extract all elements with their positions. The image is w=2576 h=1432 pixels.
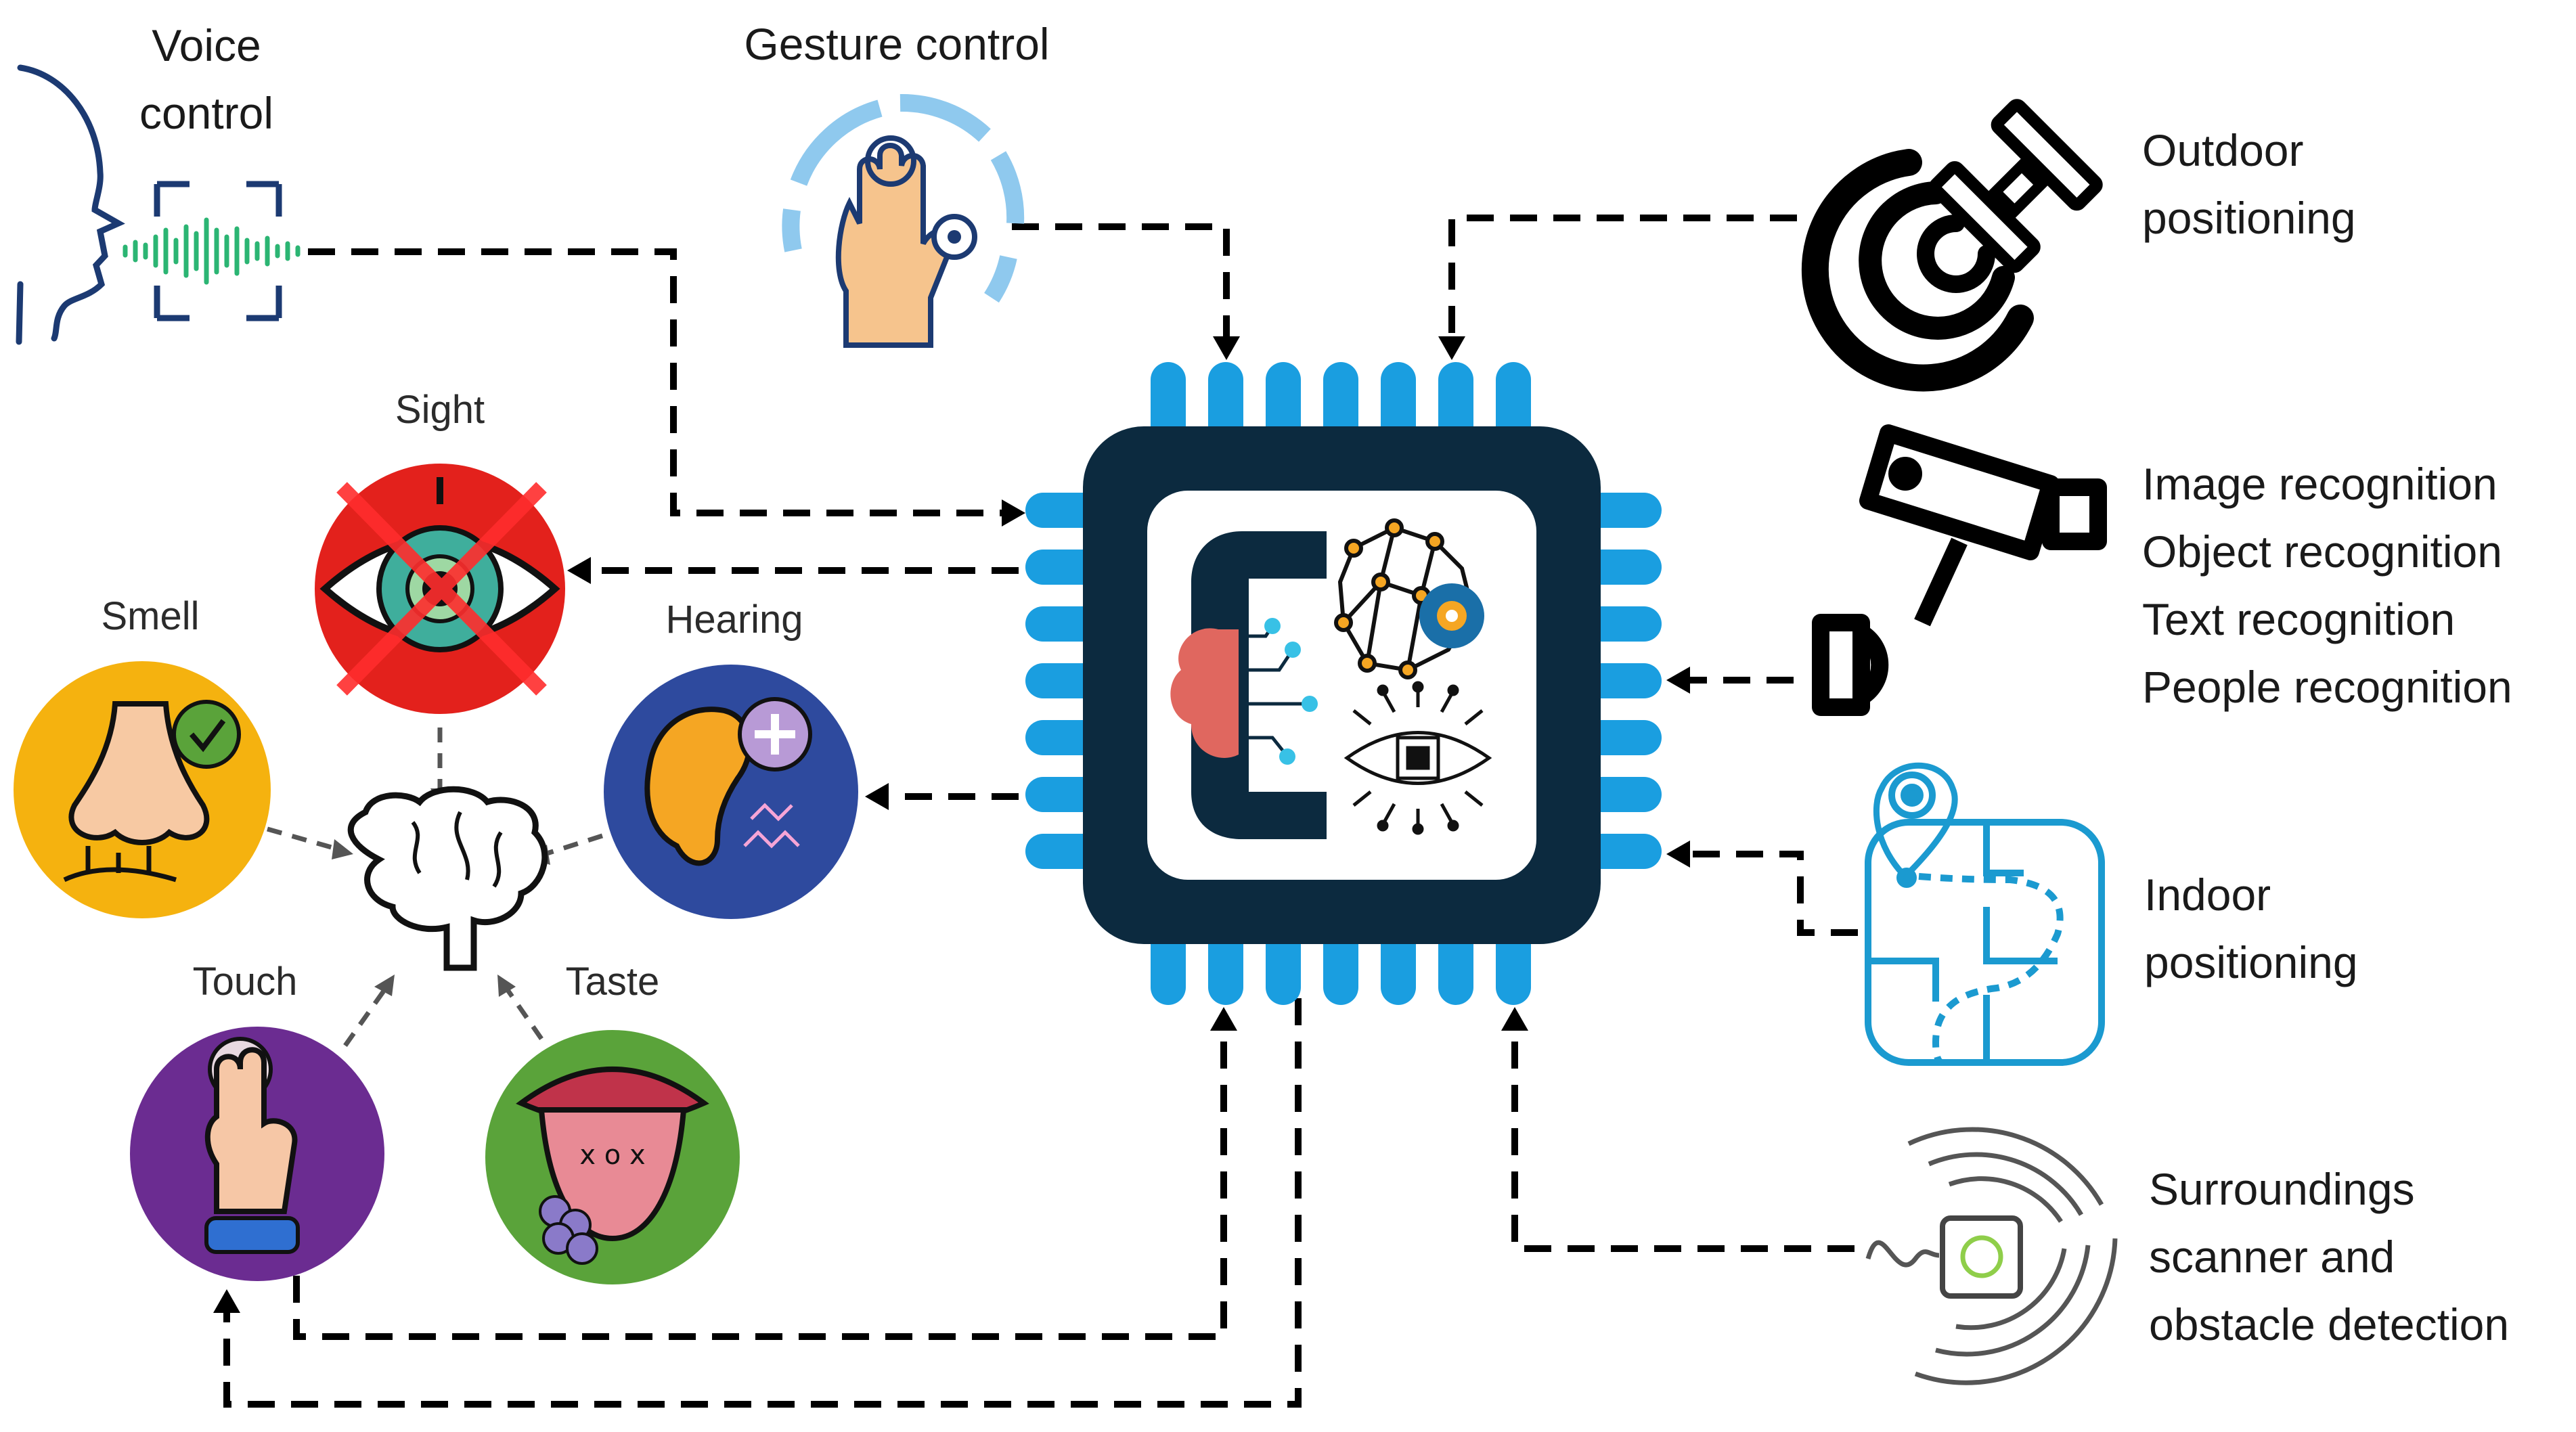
gesture-to-chip-arrow: [1012, 223, 1230, 342]
sight-label: Sight: [395, 388, 485, 432]
touch-arrowhead: [213, 1289, 240, 1313]
smell-group: Smell: [14, 594, 271, 918]
indoor-group: Indoor positioning: [1865, 762, 2358, 1066]
tongue-icon: x o x: [485, 1030, 740, 1284]
recognition-line4: People recognition: [2142, 662, 2512, 712]
scanner-to-chip-arrow: [1511, 1025, 1855, 1252]
taste-label: Taste: [566, 960, 660, 1004]
outdoor-label-line1: Outdoor: [2142, 125, 2303, 175]
voice-label-line2: control: [139, 88, 273, 138]
scanner-line2: scanner and: [2149, 1232, 2395, 1282]
outdoor-group: Outdoor positioning: [1801, 99, 2356, 392]
indoor-to-chip-arrow: [1685, 851, 1858, 936]
camera-icon: [1812, 424, 2107, 716]
recognition-group: Image recognition Object recognition Tex…: [1812, 424, 2512, 716]
scanner-arrowhead: [1501, 1007, 1528, 1031]
outdoor-arrowhead: [1438, 336, 1465, 360]
recognition-line3: Text recognition: [2142, 594, 2455, 644]
touch-to-chip-arrow: [293, 1025, 1227, 1340]
indoor-arrowhead: [1666, 841, 1690, 868]
touch-chip-arrowhead: [1210, 1007, 1237, 1031]
scanner-line1: Surroundings: [2149, 1164, 2415, 1214]
brain-icon: [347, 786, 548, 971]
connector-lines: [213, 215, 1858, 1408]
outdoor-label-line2: positioning: [2142, 193, 2356, 243]
recognition-line1: Image recognition: [2142, 459, 2497, 509]
scanner-group: Surroundings scanner and obstacle detect…: [1865, 1127, 2509, 1385]
map-pin-icon: [1865, 762, 2105, 1066]
indoor-label-line1: Indoor: [2144, 870, 2271, 920]
voice-label-line1: Voice: [152, 20, 261, 70]
voice-to-chip-arrow: [308, 248, 1008, 516]
ai-brain-icon: [1170, 618, 1318, 765]
hand-gesture-icon: [782, 93, 1025, 348]
head-profile-icon: [16, 64, 125, 345]
gesture-label: Gesture control: [744, 19, 1049, 69]
outdoor-to-chip-arrow: [1448, 215, 1797, 342]
logo-c-icon: [1191, 531, 1327, 839]
satellite-icon: [1801, 99, 2103, 392]
taste-marks: x o x: [579, 1140, 645, 1171]
chip-icon: [1025, 362, 1662, 1005]
voice-wave-icon: [123, 217, 301, 285]
sight-group: Sight: [315, 388, 565, 714]
voice-control-group: Voice control: [16, 20, 301, 345]
indoor-label-line2: positioning: [2144, 937, 2358, 987]
voice-arrowhead: [1002, 499, 1025, 527]
sight-arrowhead: [567, 557, 591, 584]
scanner-line3: obstacle detection: [2149, 1299, 2509, 1349]
camera-arrowhead: [1666, 667, 1690, 694]
gear-icon: [1419, 583, 1484, 648]
gesture-control-group: Gesture control: [744, 19, 1050, 348]
finger-touch-icon: [130, 1027, 384, 1281]
chip-to-touch-arrow: [223, 998, 1302, 1408]
eye-chip-icon: [1343, 681, 1492, 835]
touch-label: Touch: [193, 960, 298, 1004]
recognition-line2: Object recognition: [2142, 527, 2502, 577]
scanner-icon: [1865, 1127, 2118, 1385]
ear-icon: [604, 665, 858, 919]
touch-group: Touch: [130, 960, 384, 1281]
neural-network-icon: [1334, 518, 1475, 679]
taste-group: Taste x o x: [485, 960, 740, 1284]
smell-label: Smell: [101, 594, 199, 638]
hearing-label: Hearing: [665, 598, 803, 642]
gesture-arrowhead: [1213, 336, 1240, 360]
sound-frame-icon: [154, 181, 282, 321]
nose-icon: [14, 661, 271, 918]
eye-crossed-icon: [315, 464, 565, 714]
hearing-group: Hearing: [604, 598, 858, 919]
hearing-arrowhead: [865, 783, 889, 810]
